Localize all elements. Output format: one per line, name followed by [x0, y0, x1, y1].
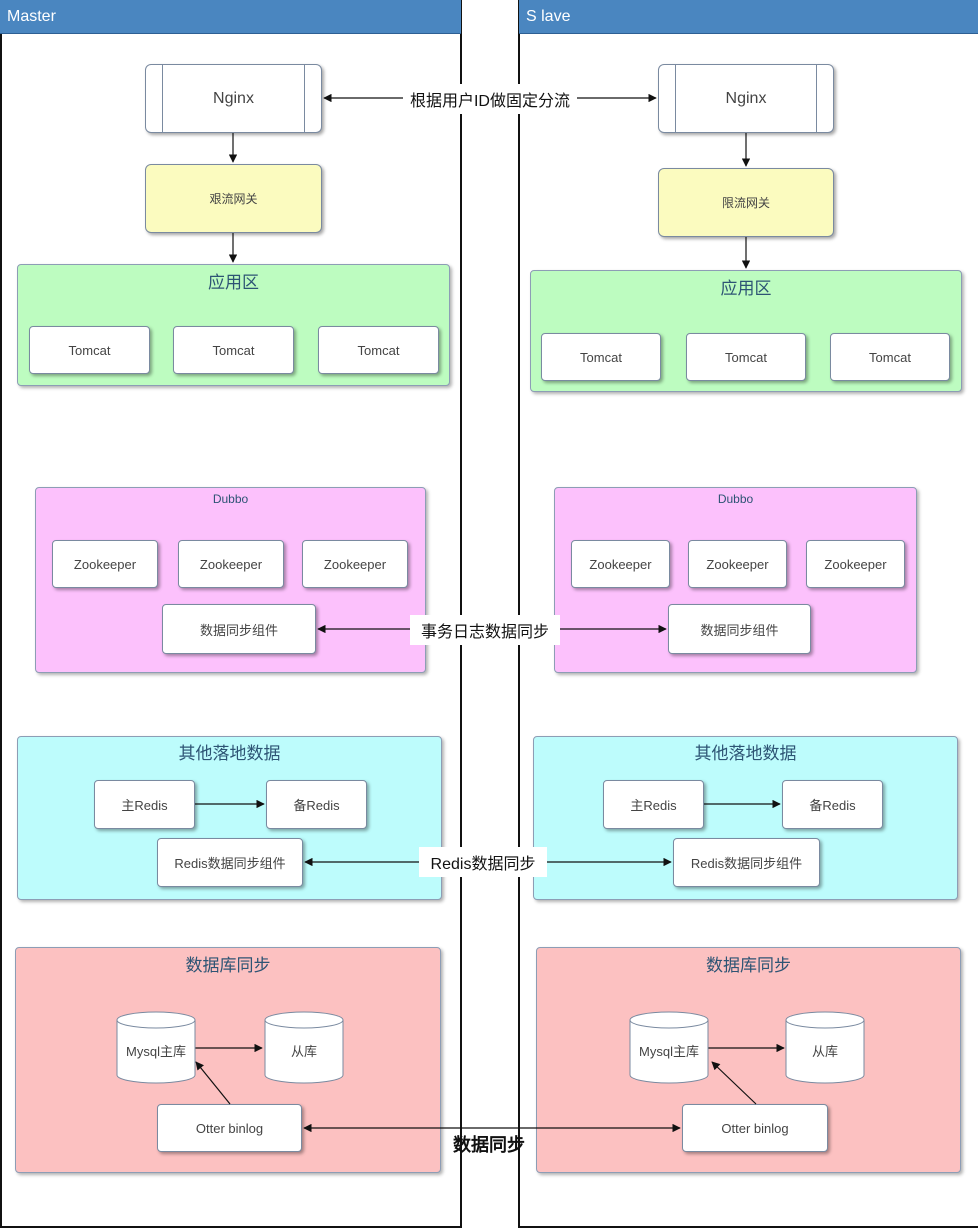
master-gateway-label: 艰流网关 — [209, 192, 258, 206]
primary-redis-label: 主Redis — [121, 798, 168, 813]
slave-otter-binlog[interactable]: Otter binlog — [682, 1104, 828, 1152]
primary-redis-label: 主Redis — [630, 798, 677, 813]
master-header: Master — [0, 0, 461, 34]
master-other-zone: 其他落地数据 — [17, 736, 442, 900]
tx-sync-label: 事务日志数据同步 — [410, 615, 560, 645]
zookeeper-label: Zookeeper — [824, 556, 887, 572]
redis-sync-label: Redis数据同步组件 — [174, 856, 286, 871]
arrow-master-otter-mysql — [195, 1061, 231, 1105]
tomcat-label: Tomcat — [580, 349, 622, 365]
master-tomcat-3[interactable]: Tomcat — [318, 326, 439, 374]
redis-sync-label: Redis数据同步组件 — [690, 856, 803, 871]
otter-label: Otter binlog — [721, 1120, 789, 1136]
master-zookeeper-2[interactable]: Zookeeper — [178, 540, 284, 588]
slave-primary-redis[interactable]: 主Redis — [603, 780, 704, 829]
slave-zookeeper-3[interactable]: Zookeeper — [806, 540, 905, 588]
master-zookeeper-3[interactable]: Zookeeper — [302, 540, 408, 588]
data-sync-label: 数据同步 — [453, 1135, 525, 1155]
master-gateway[interactable]: 艰流网关 — [145, 164, 322, 233]
routing-label: 根据用户ID做固定分流 — [403, 84, 577, 114]
master-mysql-label: Mysql主库 — [126, 1044, 186, 1059]
slave-zookeeper-2[interactable]: Zookeeper — [688, 540, 787, 588]
master-app-zone-title: 应用区 — [208, 273, 259, 292]
slave-mysql-label: Mysql主库 — [639, 1044, 699, 1059]
slave-redis-sync-component[interactable]: Redis数据同步组件 — [673, 838, 820, 887]
zookeeper-label: Zookeeper — [589, 556, 652, 572]
slave-zookeeper-1[interactable]: Zookeeper — [571, 540, 670, 588]
zookeeper-label: Zookeeper — [73, 556, 137, 572]
slave-gateway-label: 限流网关 — [721, 196, 770, 210]
master-zookeeper-1[interactable]: Zookeeper — [52, 540, 158, 588]
master-dubbo-zone-title: Dubbo — [212, 492, 249, 506]
slave-nginx-label: Nginx — [725, 89, 767, 107]
zookeeper-label: Zookeeper — [323, 556, 387, 572]
master-sync-component[interactable]: 数据同步组件 — [162, 604, 316, 654]
sync-component-label: 数据同步组件 — [199, 622, 278, 638]
master-slave-db-label: 从库 — [291, 1044, 317, 1059]
slave-slave-db-label: 从库 — [812, 1044, 838, 1059]
tomcat-label: Tomcat — [68, 342, 111, 358]
master-backup-redis[interactable]: 备Redis — [266, 780, 367, 829]
master-redis-sync-component[interactable]: Redis数据同步组件 — [157, 838, 303, 887]
slave-tomcat-1[interactable]: Tomcat — [541, 333, 661, 381]
sync-component-label: 数据同步组件 — [700, 622, 779, 638]
master-mysql-cylinder — [116, 1011, 196, 1084]
zookeeper-label: Zookeeper — [706, 556, 769, 572]
slave-other-zone-title: 其他落地数据 — [694, 744, 797, 763]
master-db-zone-title: 数据库同步 — [185, 956, 271, 975]
master-tomcat-2[interactable]: Tomcat — [173, 326, 294, 374]
master-nginx[interactable]: Nginx — [145, 64, 322, 133]
redis-sync-center-label: Redis数据同步 — [419, 847, 547, 877]
backup-redis-label: 备Redis — [293, 798, 340, 813]
slave-backup-redis[interactable]: 备Redis — [782, 780, 883, 829]
backup-redis-label: 备Redis — [809, 798, 856, 813]
master-otter-binlog[interactable]: Otter binlog — [157, 1104, 302, 1152]
slave-header: S lave — [519, 0, 978, 34]
master-primary-redis[interactable]: 主Redis — [94, 780, 195, 829]
slave-slave-db-cylinder — [785, 1011, 865, 1084]
slave-dubbo-zone-title: Dubbo — [717, 492, 754, 506]
slave-tomcat-3[interactable]: Tomcat — [830, 333, 950, 381]
master-slave-db-cylinder — [264, 1011, 344, 1084]
slave-other-zone: 其他落地数据 — [533, 736, 958, 900]
slave-nginx[interactable]: Nginx — [658, 64, 834, 133]
tomcat-label: Tomcat — [357, 342, 400, 358]
master-tomcat-1[interactable]: Tomcat — [29, 326, 150, 374]
slave-gateway[interactable]: 限流网关 — [658, 168, 834, 237]
tomcat-label: Tomcat — [869, 349, 911, 365]
slave-pane — [518, 0, 978, 1228]
tomcat-label: Tomcat — [725, 349, 767, 365]
zookeeper-label: Zookeeper — [199, 556, 263, 572]
slave-db-zone-title: 数据库同步 — [706, 956, 791, 975]
slave-app-zone-title: 应用区 — [720, 279, 772, 298]
master-nginx-label: Nginx — [213, 89, 254, 107]
otter-label: Otter binlog — [195, 1120, 264, 1136]
slave-tomcat-2[interactable]: Tomcat — [686, 333, 806, 381]
master-pane — [0, 0, 462, 1228]
master-other-zone-title: 其他落地数据 — [178, 744, 281, 763]
arrow-slave-otter-mysql — [711, 1061, 757, 1105]
slave-mysql-cylinder — [629, 1011, 709, 1084]
slave-sync-component[interactable]: 数据同步组件 — [668, 604, 811, 654]
tomcat-label: Tomcat — [212, 342, 255, 358]
